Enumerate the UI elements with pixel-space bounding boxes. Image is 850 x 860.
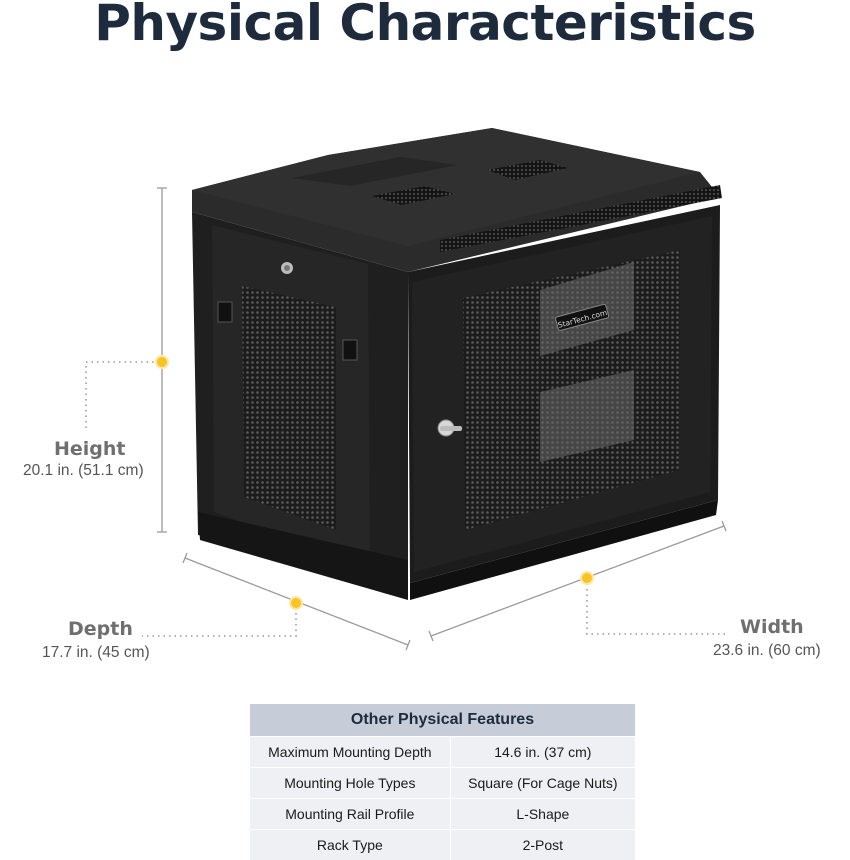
width-marker-dot — [581, 572, 593, 584]
feature-value: 14.6 in. (37 cm) — [450, 737, 635, 768]
features-table: Other Physical Features Maximum Mounting… — [250, 704, 635, 860]
height-value: 20.1 in. (51.1 cm) — [23, 462, 144, 480]
feature-name: Mounting Hole Types — [250, 768, 450, 799]
table-row: Mounting Rail Profile L-Shape — [250, 799, 635, 830]
width-value: 23.6 in. (60 cm) — [713, 642, 821, 660]
feature-value: L-Shape — [450, 799, 635, 830]
table-row: Mounting Hole Types Square (For Cage Nut… — [250, 768, 635, 799]
table-row: Rack Type 2-Post — [250, 830, 635, 860]
features-table-container: Other Physical Features Maximum Mounting… — [250, 704, 635, 860]
feature-value: 2-Post — [450, 830, 635, 860]
depth-label: Depth — [68, 618, 133, 640]
features-table-header: Other Physical Features — [250, 704, 635, 737]
table-row: Maximum Mounting Depth 14.6 in. (37 cm) — [250, 737, 635, 768]
feature-name: Maximum Mounting Depth — [250, 737, 450, 768]
width-label: Width — [740, 616, 804, 638]
feature-value: Square (For Cage Nuts) — [450, 768, 635, 799]
height-dimension-line — [86, 188, 168, 532]
height-label: Height — [54, 438, 126, 460]
features-table-header-row: Other Physical Features — [250, 704, 635, 737]
feature-name: Rack Type — [250, 830, 450, 860]
depth-value: 17.7 in. (45 cm) — [42, 644, 150, 662]
wall-mount-cabinet: StarTech.com — [192, 128, 722, 600]
height-marker-dot — [156, 356, 168, 368]
depth-marker-dot — [290, 597, 302, 609]
feature-name: Mounting Rail Profile — [250, 799, 450, 830]
